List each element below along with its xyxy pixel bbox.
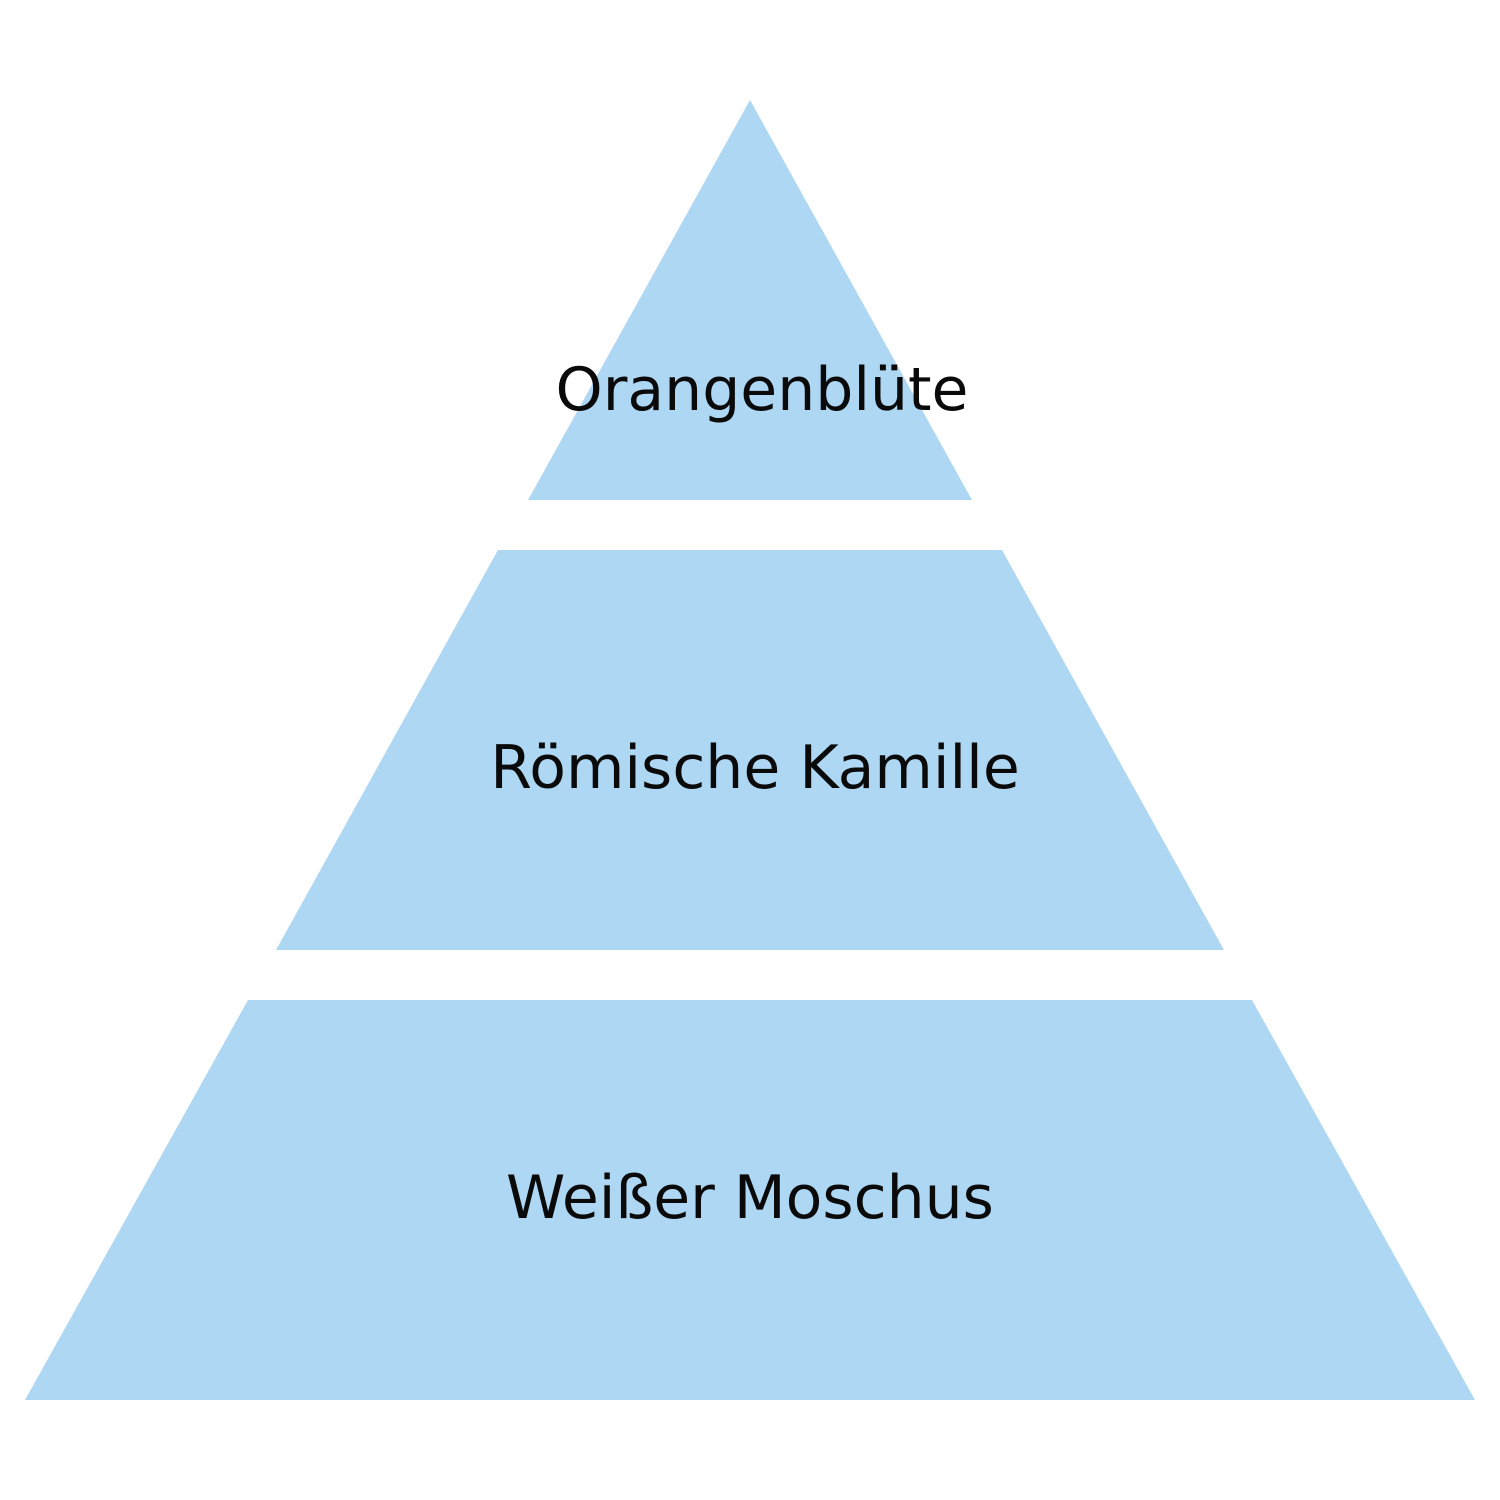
tier-label-top: Orangenblüte (556, 355, 969, 425)
tier-label-middle: Römische Kamille (490, 733, 1020, 803)
tier-label-bottom: Weißer Moschus (506, 1163, 994, 1233)
pyramid-tier-middle (276, 550, 1224, 950)
pyramid-tier-bottom (25, 1000, 1475, 1400)
pyramid-tier-top (528, 100, 972, 500)
